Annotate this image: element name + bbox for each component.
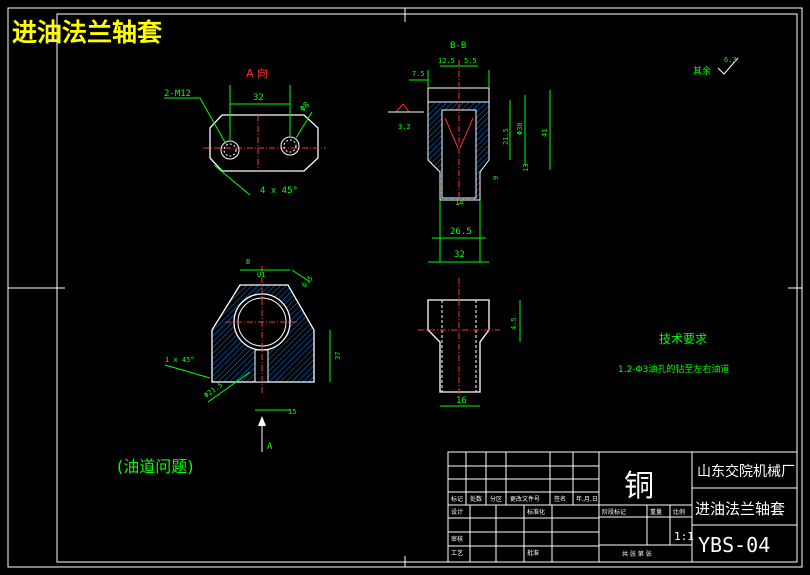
tb-label-scale: 比例 xyxy=(673,508,685,516)
view-a-label: A 向 xyxy=(246,66,268,80)
surface-finish-symbol xyxy=(395,103,410,113)
leader-chamfer xyxy=(213,164,251,196)
title-block-text: 标记 处数 分区 更改文件号 签名 年,月,日 设计 标准化 审核 工艺 批准 … xyxy=(451,463,795,558)
dim-3-2: 3.2 xyxy=(398,123,411,131)
tb-label-change-doc: 更改文件号 xyxy=(510,495,540,503)
bolt-hole-right-thread xyxy=(283,139,297,153)
section-arrow-a: A xyxy=(267,442,273,452)
leader-2-m12 xyxy=(164,97,227,145)
dim-12-5: 12.5 xyxy=(438,57,455,65)
section-arrow-b: B xyxy=(246,258,250,266)
leader-phi8 xyxy=(295,111,313,139)
tb-company: 山东交院机械厂 xyxy=(697,463,795,480)
tb-label-stage: 阶段标记 xyxy=(602,508,626,516)
dim-phi21-5: Φ21.5 xyxy=(203,381,225,400)
arrow-head xyxy=(258,416,266,426)
leader-1x45 xyxy=(164,364,211,379)
dim-phi38: Φ38 xyxy=(516,122,524,135)
dim-phi8: Φ8 xyxy=(298,100,311,113)
tb-label-count: 处数 xyxy=(470,495,482,503)
front-view: B U1 6.5 37 1 x 45° Φ21.5 15 A xyxy=(164,258,342,452)
dim-13: 13 xyxy=(522,164,530,172)
side-body xyxy=(427,299,490,393)
tech-heading: 技术要求 xyxy=(659,332,707,346)
title-block xyxy=(447,451,798,563)
tb-material: 铜 xyxy=(624,469,654,504)
dim-41: 41 xyxy=(541,129,549,137)
tb-label-review: 审核 xyxy=(451,535,463,543)
surface-finish-note: 其余 6.3 xyxy=(693,56,739,77)
oil-hole-left xyxy=(444,117,459,149)
bolt-hole-left xyxy=(220,140,240,160)
side-view: 4.5 16 xyxy=(418,278,521,407)
dim-32-top: 32 xyxy=(253,93,264,103)
surface-finish-mark xyxy=(717,57,739,75)
dim-14: 14 xyxy=(455,199,463,207)
tb-label-approve: 批准 xyxy=(527,549,539,557)
dim-15: 15 xyxy=(288,408,296,416)
view-a: A 向 32 2-M12 Φ8 4 x 45° xyxy=(164,66,326,196)
tb-label-mark: 标记 xyxy=(451,495,463,503)
tb-label-standardize: 标准化 xyxy=(527,508,545,516)
leader xyxy=(291,269,311,283)
oil-passage-note: (油道问题) xyxy=(117,457,194,476)
dim-9: 9 xyxy=(492,176,500,180)
tb-label-process: 工艺 xyxy=(451,549,463,557)
section-bb: B-B 12.5 5.5 7.5 3.2 21.5 Φ38 41 9 13 14… xyxy=(388,41,551,263)
surface-finish-value: 6.3 xyxy=(724,56,737,64)
dim-21-5: 21.5 xyxy=(502,128,510,145)
tech-item-1: 1.2-Φ3油孔的钻至左右油道 xyxy=(618,363,729,375)
oil-hole-right xyxy=(459,117,474,149)
tb-label-zone: 分区 xyxy=(490,495,502,503)
dim-5-5: 5.5 xyxy=(464,57,477,65)
bolt-hole-right xyxy=(280,136,300,156)
drawing-title: 进油法兰轴套 xyxy=(12,18,163,47)
dim-16: 16 xyxy=(456,396,467,406)
dim-1x45: 1 x 45° xyxy=(165,356,195,364)
dim-2-m12: 2-M12 xyxy=(164,89,191,99)
tb-label-date: 年,月,日 xyxy=(576,495,598,503)
outer-frame xyxy=(7,7,803,568)
tb-drawing-no: YBS-04 xyxy=(698,533,770,557)
dim-u1: U1 xyxy=(257,271,265,279)
flange-outline xyxy=(209,114,319,172)
tech-requirements: 技术要求 1.2-Φ3油孔的钻至左右油道 xyxy=(618,332,729,375)
tb-label-signature: 签名 xyxy=(554,495,566,503)
leader-phi21-5 xyxy=(207,371,251,403)
section-bb-label: B-B xyxy=(450,41,466,51)
tb-label-sheets: 共 张 第 张 xyxy=(622,550,652,558)
surface-finish-label: 其余 xyxy=(693,65,711,77)
bolt-hole-left-thread xyxy=(223,143,237,157)
tb-scale-value: 1:1 xyxy=(674,530,694,543)
dim-4x45: 4 x 45° xyxy=(260,186,298,196)
tb-part-name: 进油法兰轴套 xyxy=(695,500,785,518)
dim-37: 37 xyxy=(334,352,342,360)
dim-32-bottom: 32 xyxy=(454,250,465,260)
dim-7-5: 7.5 xyxy=(412,70,425,78)
tb-label-weight: 重量 xyxy=(650,508,662,516)
dim-4-5: 4.5 xyxy=(510,317,518,330)
dim-26-5: 26.5 xyxy=(450,227,472,237)
tb-label-design: 设计 xyxy=(451,508,463,516)
